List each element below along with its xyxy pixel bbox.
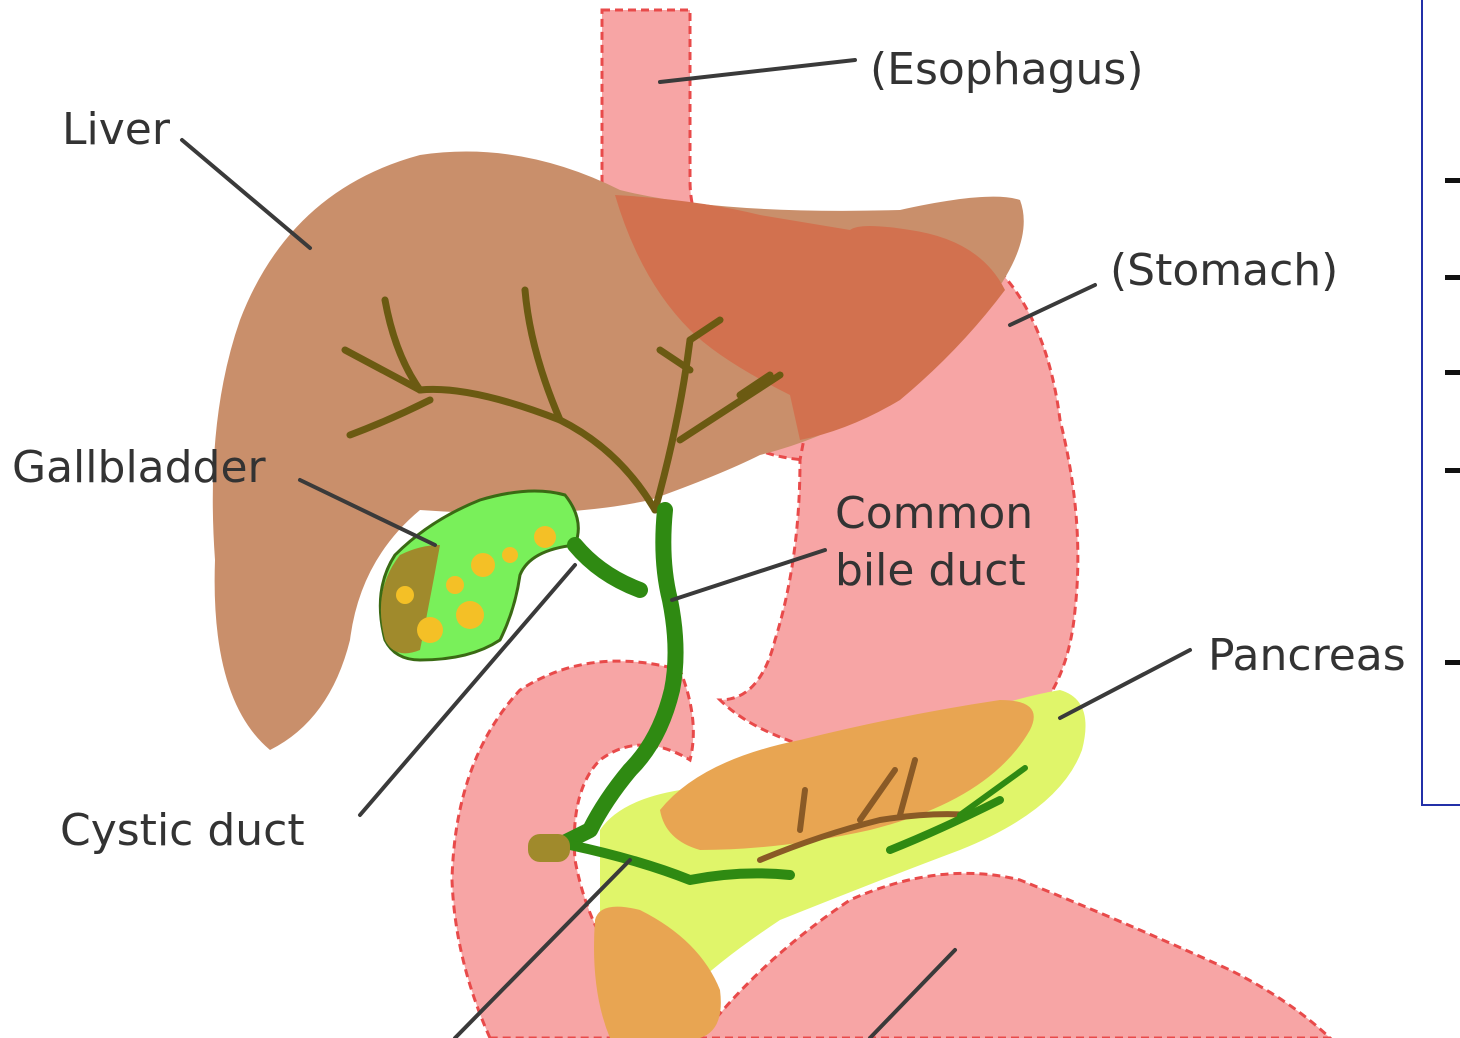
papilla-stub bbox=[528, 834, 570, 862]
liver-label: Liver bbox=[62, 104, 171, 155]
side-legend-panel bbox=[1421, 0, 1460, 806]
pancreas-label: Pancreas bbox=[1208, 630, 1406, 681]
gallbladder-label: Gallbladder bbox=[12, 442, 267, 493]
legend-tick bbox=[1445, 370, 1460, 375]
common-bile-duct-label-line2: bile duct bbox=[835, 545, 1026, 596]
cystic-duct-label: Cystic duct bbox=[60, 805, 305, 856]
liver-leader bbox=[182, 140, 310, 248]
pancreas-leader bbox=[1060, 650, 1190, 718]
common-bile-duct-label-line1: Common bbox=[835, 488, 1033, 539]
legend-tick bbox=[1445, 660, 1460, 665]
esophagus-label: (Esophagus) bbox=[870, 44, 1144, 95]
legend-tick bbox=[1445, 468, 1460, 473]
legend-tick bbox=[1445, 275, 1460, 280]
legend-tick bbox=[1445, 178, 1460, 183]
stomach-label: (Stomach) bbox=[1110, 245, 1338, 296]
